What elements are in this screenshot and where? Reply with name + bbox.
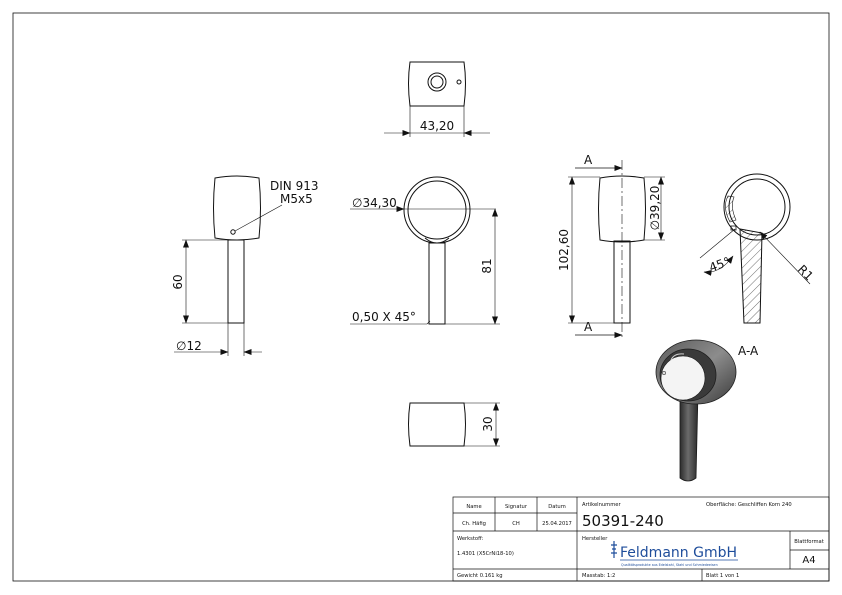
dim-front-length: 81 bbox=[480, 258, 494, 273]
bottom-view bbox=[408, 402, 500, 447]
feldmann-logo: Feldmann GmbH Qualitätsprodukte aus Edel… bbox=[611, 541, 738, 567]
dim-section-ring-diameter: ∅39,20 bbox=[648, 186, 662, 231]
tb-material-value: 1.4301 (X5CrNi18-10) bbox=[457, 551, 514, 557]
tb-material-label: Werkstoff: bbox=[457, 536, 484, 542]
section-mark-top: A bbox=[584, 153, 593, 167]
logo-text: Feldmann GmbH bbox=[620, 545, 737, 561]
tb-article-label: Artikelnummer bbox=[582, 502, 621, 508]
tb-signature-value: CH bbox=[512, 521, 520, 527]
dim-detail-angle: 45° bbox=[707, 254, 732, 274]
tb-sheet: Blatt 1 von 1 bbox=[706, 573, 739, 579]
title-block-text: Name Signatur Datum Ch. Häfig CH 25.04.2… bbox=[457, 502, 824, 579]
dim-top-width: 43,20 bbox=[420, 119, 454, 133]
side-view bbox=[174, 175, 283, 356]
logo-subtitle: Qualitätsprodukte aus Edelstahl, Stahl u… bbox=[621, 563, 718, 567]
section-view bbox=[568, 160, 665, 340]
sheet-border bbox=[12, 12, 830, 582]
dim-section-total: 102,60 bbox=[557, 229, 571, 271]
tb-weight: Gewicht 0.161 kg bbox=[457, 573, 503, 579]
top-view bbox=[384, 61, 490, 137]
front-view bbox=[350, 176, 500, 325]
detail-a-a bbox=[699, 173, 811, 324]
dim-side-diameter: ∅12 bbox=[176, 339, 202, 353]
tb-date-header: Datum bbox=[548, 504, 566, 510]
tb-manufacturer-label: Hersteller bbox=[582, 536, 608, 542]
dim-chamfer: 0,50 X 45° bbox=[352, 310, 416, 324]
tb-date-value: 25.04.2017 bbox=[542, 521, 572, 527]
thread-label-line2: M5x5 bbox=[280, 192, 313, 206]
tb-scale: Masstab: 1:2 bbox=[582, 573, 615, 579]
dim-front-ring-diameter: ∅34,30 bbox=[352, 196, 397, 210]
iso-render bbox=[655, 339, 737, 482]
tb-name-value: Ch. Häfig bbox=[462, 521, 486, 527]
dim-detail-radius: R1 bbox=[795, 262, 816, 283]
tb-format-value: A4 bbox=[802, 555, 815, 566]
tb-format-label: Blattformat bbox=[794, 539, 824, 545]
section-title: A-A bbox=[738, 344, 759, 358]
tb-surface: Oberfläche: Geschliffen Korn 240 bbox=[706, 502, 792, 508]
dim-side-height: 60 bbox=[171, 274, 185, 289]
dim-bottom-height: 30 bbox=[481, 416, 495, 431]
section-mark-bottom: A bbox=[584, 320, 593, 334]
title-block bbox=[452, 496, 830, 582]
tb-article-number: 50391-240 bbox=[582, 512, 664, 530]
tb-name-header: Name bbox=[466, 504, 481, 510]
thread-label-line1: DIN 913 bbox=[270, 179, 318, 193]
tb-signature-header: Signatur bbox=[505, 504, 528, 510]
